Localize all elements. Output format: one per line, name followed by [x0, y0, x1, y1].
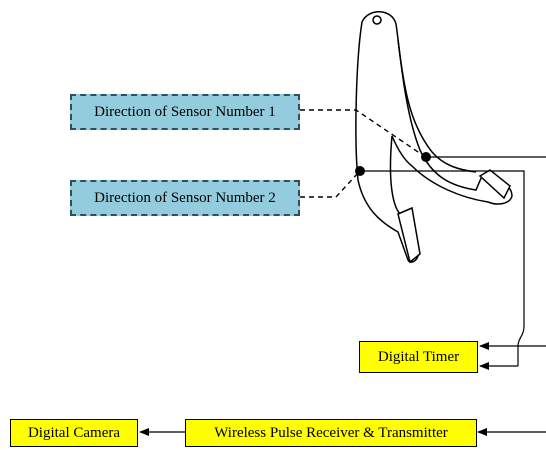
wireless-text: Wireless Pulse Receiver & Transmitter — [214, 424, 448, 441]
digital-camera-box: Digital Camera — [10, 419, 138, 447]
pedal-illustration — [355, 11, 513, 264]
sensor-leaders — [300, 109, 425, 198]
timer-input-arrows — [479, 342, 546, 370]
sensor-1-text: Direction of Sensor Number 1 — [94, 103, 276, 120]
sensor-1-label: Direction of Sensor Number 1 — [70, 94, 300, 130]
sensor-2-label: Direction of Sensor Number 2 — [70, 180, 300, 216]
wireless-box: Wireless Pulse Receiver & Transmitter — [185, 419, 477, 447]
digital-timer-text: Digital Timer — [377, 348, 460, 365]
digital-timer-box: Digital Timer — [359, 341, 478, 373]
digital-camera-text: Digital Camera — [27, 424, 121, 441]
sensor-2-text: Direction of Sensor Number 2 — [94, 189, 276, 206]
